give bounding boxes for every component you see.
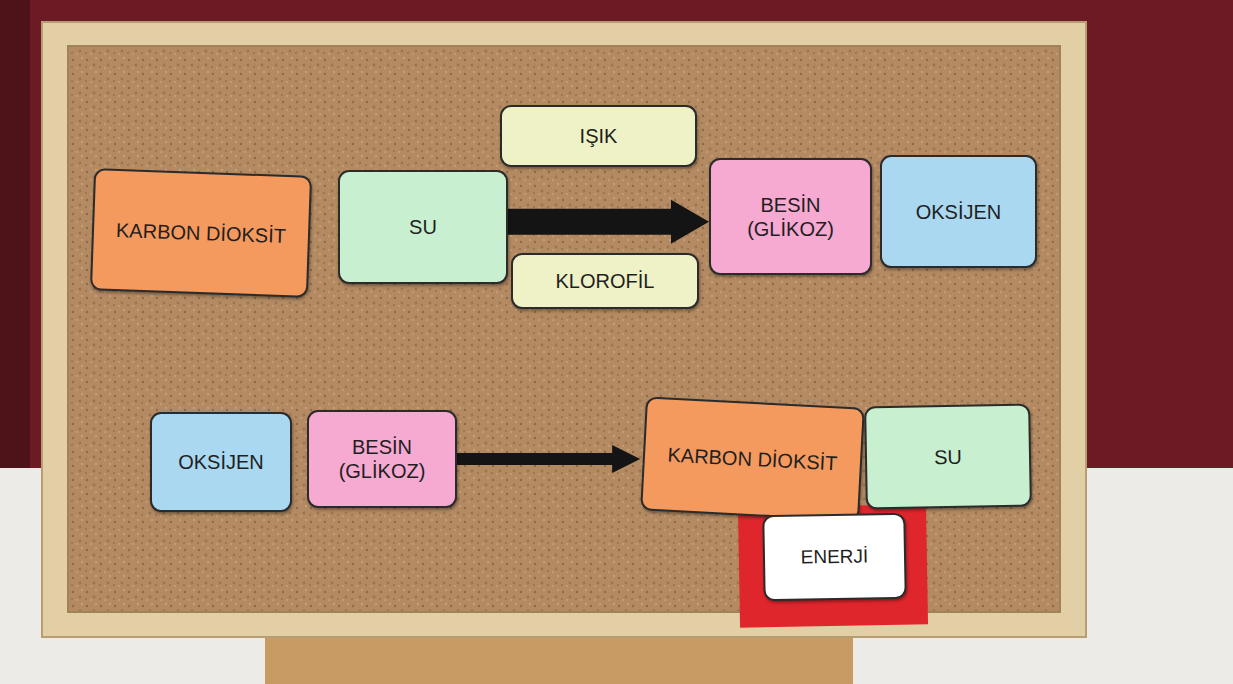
card: BESİN (GLİKOZ) [709,158,872,275]
card-label: SU [409,215,437,239]
card: KLOROFİL [511,253,699,309]
card-label: OKSİJEN [178,450,264,474]
card-label: KARBON DİOKSİT [667,443,838,476]
card-label: ENERJİ [801,545,869,569]
process-arrow [457,445,640,473]
backing-card [738,504,928,627]
card: SU [338,170,508,284]
card: KARBON DİOKSİT [90,168,312,298]
card: BESİN (GLİKOZ) [307,410,457,508]
card-label: OKSİJEN [916,200,1002,224]
wall-shadow [0,0,30,468]
card: SU [864,404,1032,510]
card-label: BESİN (GLİKOZ) [728,193,853,241]
card: OKSİJEN [150,412,292,512]
card: OKSİJEN [880,155,1037,268]
card: ENERJİ [762,513,906,601]
card: IŞIK [500,105,697,167]
card-label: KLOROFİL [556,269,655,293]
card-label: IŞIK [580,124,618,148]
process-arrow [508,200,709,244]
board-frame [42,22,1086,637]
card: KARBON DİOKSİT [640,396,865,521]
card-label: KARBON DİOKSİT [116,218,287,248]
card-label: BESİN (GLİKOZ) [322,435,442,483]
card-label: SU [934,444,962,468]
